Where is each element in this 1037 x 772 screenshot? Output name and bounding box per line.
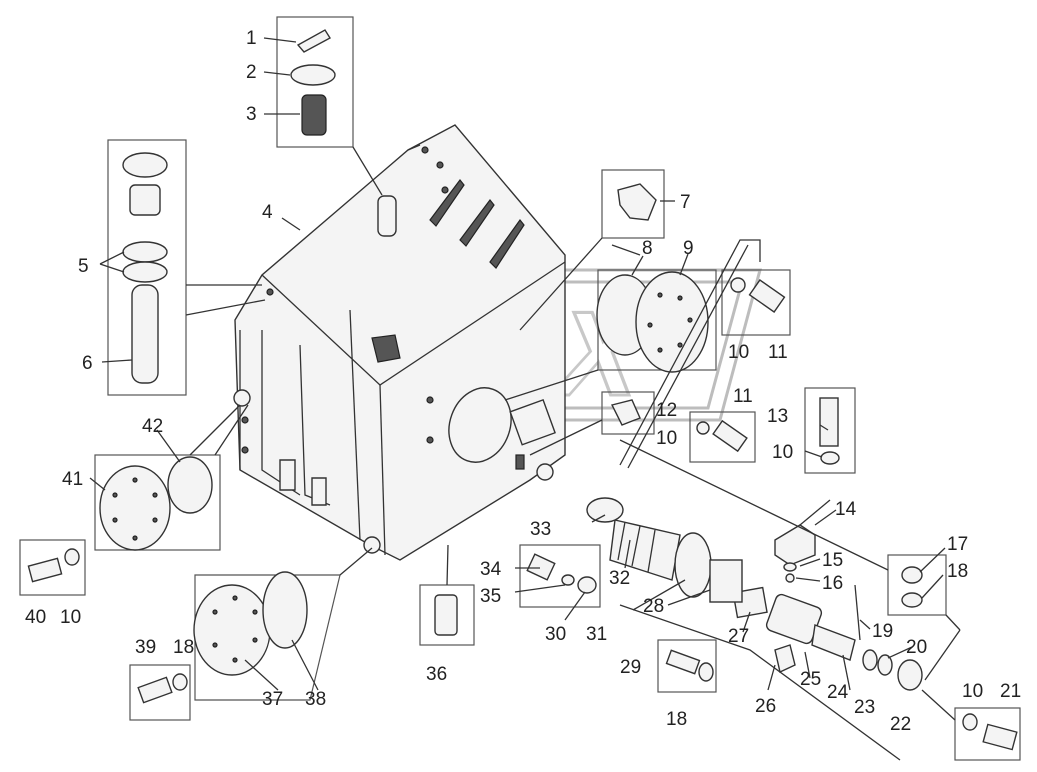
label-25: 25 xyxy=(800,669,821,690)
label-10-mid: 10 xyxy=(656,428,677,449)
hydraulic-pipe xyxy=(619,239,761,469)
bolt-13-group xyxy=(804,387,856,474)
label-9: 9 xyxy=(683,238,694,259)
label-23: 23 xyxy=(854,697,875,718)
label-35: 35 xyxy=(480,586,501,607)
label-11-top: 11 xyxy=(768,342,788,363)
plug-group xyxy=(529,391,655,456)
label-11-mid: 11 xyxy=(733,386,753,407)
label-10-left: 10 xyxy=(60,607,81,628)
label-18-right: 18 xyxy=(947,561,968,582)
part-labels: 1 2 3 4 5 6 7 8 9 10 11 11 12 10 13 10 1… xyxy=(25,28,1021,735)
bolt-21-group xyxy=(921,689,1021,761)
label-8: 8 xyxy=(642,238,653,259)
label-12: 12 xyxy=(656,400,677,421)
label-7: 7 xyxy=(680,192,691,213)
leader-lines xyxy=(89,37,946,691)
label-10-bottom: 10 xyxy=(962,681,983,702)
bolt-washer-group-mid xyxy=(689,411,756,463)
label-6: 6 xyxy=(82,353,93,374)
level-gauge-group xyxy=(107,139,266,396)
label-36: 36 xyxy=(426,664,447,685)
label-3: 3 xyxy=(246,104,257,125)
filler-cap-group xyxy=(276,16,383,196)
label-15: 15 xyxy=(822,550,843,571)
label-37: 37 xyxy=(262,689,283,710)
label-18-left: 18 xyxy=(173,637,194,658)
label-21: 21 xyxy=(1000,681,1021,702)
label-24: 24 xyxy=(827,682,849,703)
label-16: 16 xyxy=(822,573,843,594)
bolt-40-group xyxy=(19,539,86,596)
bolt-29-group xyxy=(657,639,717,693)
clamp-group xyxy=(774,499,831,583)
suction-line-group xyxy=(732,584,923,691)
hose-group xyxy=(519,497,743,608)
label-17: 17 xyxy=(947,534,968,555)
label-30: 30 xyxy=(545,624,566,645)
left-cover-group xyxy=(94,404,249,551)
label-33: 33 xyxy=(530,519,551,540)
label-42: 42 xyxy=(142,416,163,437)
hydraulic-tank xyxy=(233,124,566,561)
label-10-top: 10 xyxy=(728,342,749,363)
label-1: 1 xyxy=(246,28,257,49)
label-22: 22 xyxy=(890,714,911,735)
nut-washer-group xyxy=(619,439,961,631)
label-26: 26 xyxy=(755,696,776,717)
bolt-39-group xyxy=(129,664,191,721)
label-13: 13 xyxy=(767,406,788,427)
label-34: 34 xyxy=(480,559,502,580)
label-31: 31 xyxy=(586,624,607,645)
label-10-right: 10 xyxy=(772,442,793,463)
label-2: 2 xyxy=(246,62,257,83)
label-19: 19 xyxy=(872,621,893,642)
label-4: 4 xyxy=(262,202,273,223)
label-20: 20 xyxy=(906,637,927,658)
bottom-cover-group xyxy=(193,547,373,701)
label-18-mid: 18 xyxy=(666,709,687,730)
bolt-washer-group-top xyxy=(721,269,791,336)
pipe-line xyxy=(619,604,901,761)
label-29: 29 xyxy=(620,657,641,678)
label-32: 32 xyxy=(609,568,630,589)
label-39: 39 xyxy=(135,637,156,658)
label-5: 5 xyxy=(78,256,89,277)
pipe-line-2 xyxy=(924,629,961,681)
label-14: 14 xyxy=(835,499,857,520)
label-28: 28 xyxy=(643,596,664,617)
label-27: 27 xyxy=(728,626,749,647)
drain-plug-group xyxy=(419,544,475,646)
label-41: 41 xyxy=(62,469,83,490)
breather-group xyxy=(519,169,665,331)
label-40: 40 xyxy=(25,607,46,628)
side-cover-group xyxy=(504,244,717,401)
label-38: 38 xyxy=(305,689,326,710)
